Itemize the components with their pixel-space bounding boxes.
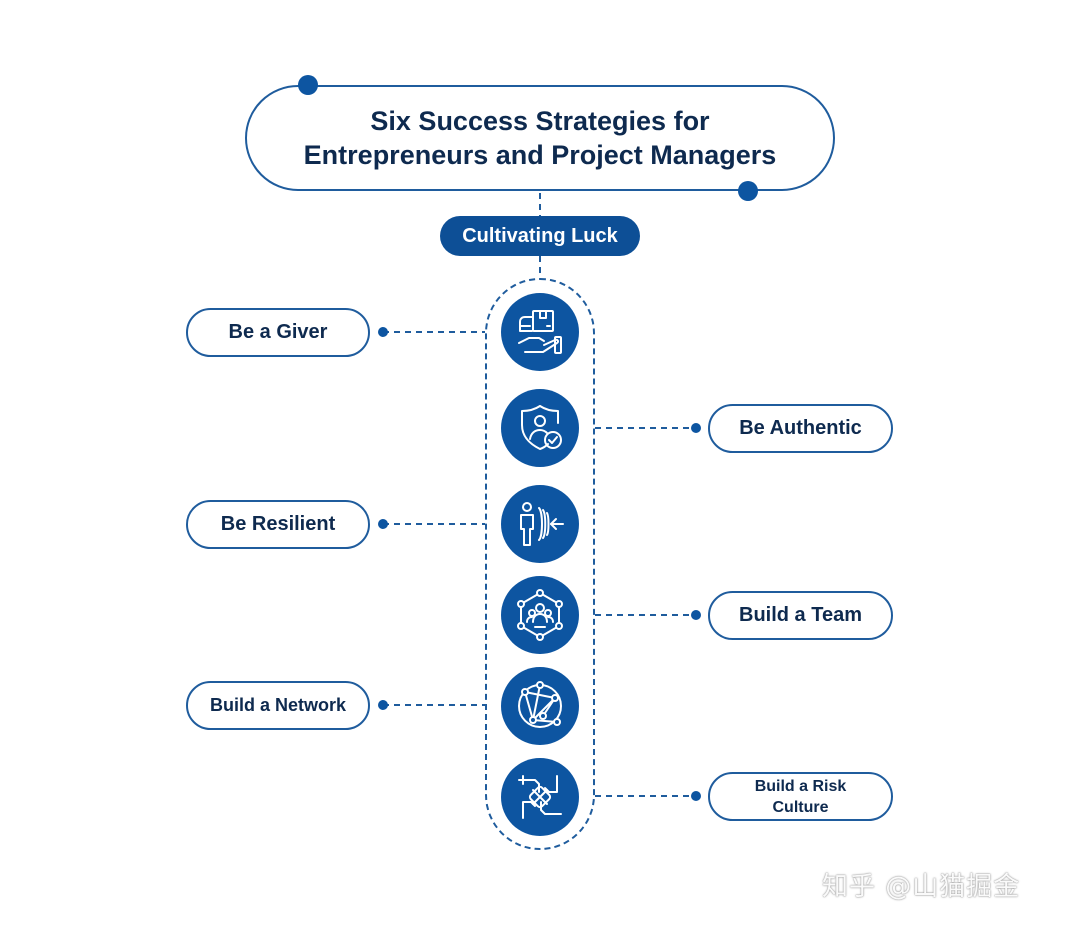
- globe-network-icon: [501, 667, 579, 745]
- hand-giving-box-icon: [501, 293, 579, 371]
- title-line-2: Entrepreneurs and Project Managers: [303, 140, 777, 170]
- person-deflecting-arrow-icon: [501, 485, 579, 563]
- connector-dot: [691, 791, 701, 801]
- title-box: Six Success Strategies for Entrepreneurs…: [245, 85, 835, 191]
- joined-hands-icon: [501, 758, 579, 836]
- connector-dot: [378, 700, 388, 710]
- title-accent-dot-top: [298, 75, 318, 95]
- diagram-title: Six Success Strategies for Entrepreneurs…: [304, 104, 777, 172]
- label-build-a-risk-culture: Build a Risk Culture: [708, 772, 893, 821]
- label-be-a-giver: Be a Giver: [186, 308, 370, 357]
- label-be-authentic: Be Authentic: [708, 404, 893, 453]
- label-build-a-network: Build a Network: [186, 681, 370, 730]
- connector-dot: [378, 327, 388, 337]
- connector-dot: [691, 610, 701, 620]
- title-accent-dot-bottom: [738, 181, 758, 201]
- connector-dot: [691, 423, 701, 433]
- team-network-icon: [501, 576, 579, 654]
- label-build-a-team: Build a Team: [708, 591, 893, 640]
- shield-person-check-icon: [501, 389, 579, 467]
- connector-dot: [378, 519, 388, 529]
- label-be-resilient: Be Resilient: [186, 500, 370, 549]
- title-line-1: Six Success Strategies for: [370, 106, 710, 136]
- strategy-icon-column: [485, 278, 595, 850]
- watermark: 知乎 @山猫掘金: [822, 872, 1021, 902]
- cultivating-luck-badge: Cultivating Luck: [440, 216, 640, 256]
